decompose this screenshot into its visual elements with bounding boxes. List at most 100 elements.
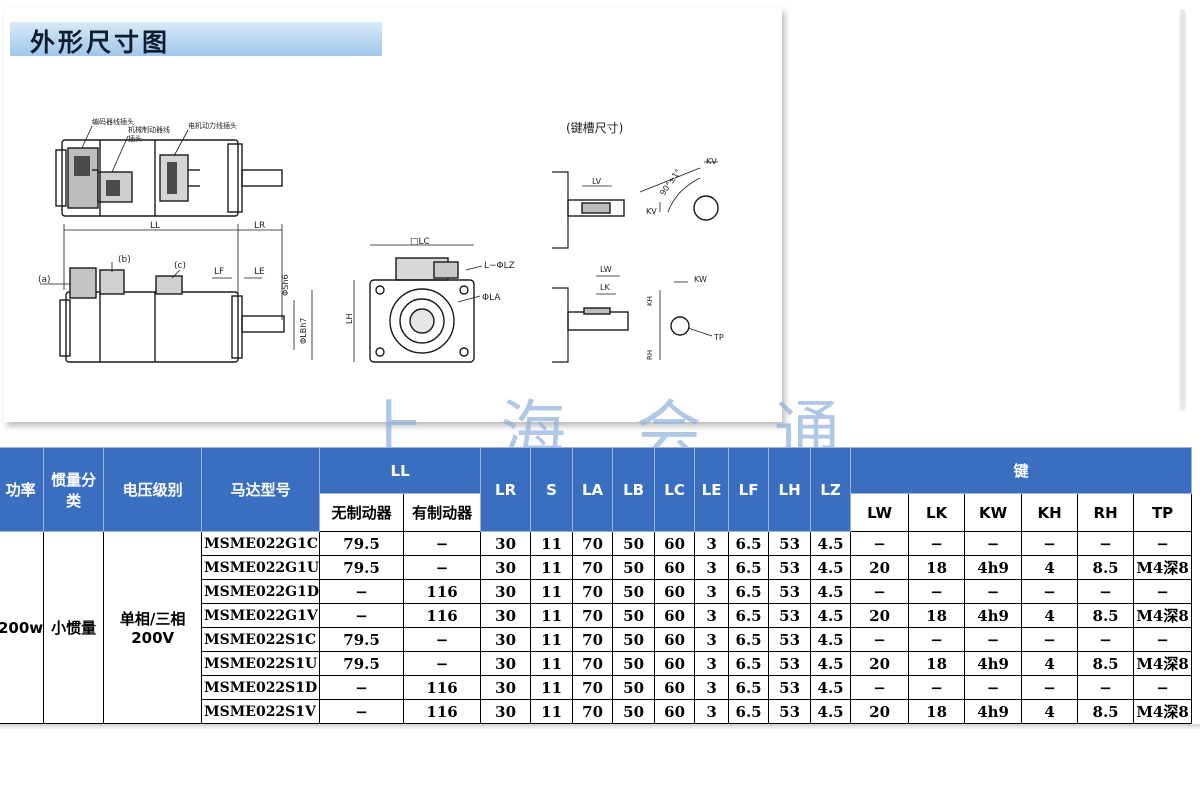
cell-le: 3 — [694, 531, 730, 556]
header-model: 马达型号 — [201, 447, 321, 532]
cell-le: 3 — [694, 675, 730, 700]
cell-lh: 53 — [768, 579, 812, 604]
callout-a: (a) — [38, 275, 51, 285]
motor-front-view — [353, 244, 483, 363]
cell-lw: 20 — [850, 603, 910, 628]
label-encoder-connector: 编码器线插头 — [92, 117, 134, 126]
cell-tp: M4深8 — [1133, 555, 1193, 580]
cell-lb: 50 — [612, 675, 656, 700]
cell-lh: 53 — [768, 675, 812, 700]
cell-lr: 30 — [480, 579, 532, 604]
cell-lz: 4.5 — [810, 579, 852, 604]
cell-ll-brake: − — [403, 651, 482, 676]
cell-la: 70 — [572, 603, 614, 628]
label-brake-connector: 机械制动器线 — [128, 125, 170, 134]
cell-le: 3 — [694, 699, 730, 724]
cell-kw: − — [964, 579, 1023, 604]
header-lr: LR — [480, 447, 532, 532]
dim-shaft-diameter: ΦSh6 — [281, 274, 290, 296]
table-bottom-shadow — [0, 724, 1200, 730]
cell-tp: − — [1133, 627, 1193, 652]
cell-lk: 18 — [908, 651, 966, 676]
cell-model: MSME022S1C — [201, 627, 321, 652]
cell-lf: 6.5 — [728, 579, 770, 604]
cell-lw: − — [850, 627, 910, 652]
cell-s: 11 — [530, 627, 574, 652]
cell-voltage-line1: 单相/三相 — [119, 610, 186, 628]
cell-lc: 60 — [654, 531, 696, 556]
cell-lr: 30 — [480, 699, 532, 724]
cell-model: MSME022G1D — [201, 579, 321, 604]
cell-tp: M4深8 — [1133, 651, 1193, 676]
page-title: 外形尺寸图 — [30, 28, 171, 57]
dim-angle: 90°±1° — [658, 167, 683, 197]
header-kh: KH — [1021, 493, 1079, 532]
cell-kh: − — [1021, 531, 1079, 556]
dim-LL: LL — [150, 221, 160, 231]
header-kw: KW — [964, 493, 1023, 532]
cell-kh: − — [1021, 627, 1079, 652]
cell-kh: − — [1021, 675, 1079, 700]
cell-rh: 8.5 — [1077, 699, 1135, 724]
dim-spigot-diameter: ΦLBh7 — [299, 318, 308, 344]
cell-lk: 18 — [908, 603, 966, 628]
cell-model: MSME022G1U — [201, 555, 321, 580]
cell-rh: − — [1077, 579, 1135, 604]
cell-power: 200w — [0, 531, 45, 724]
dim-LH: LH — [345, 314, 354, 324]
cell-la: 70 — [572, 675, 614, 700]
cell-lc: 60 — [654, 675, 696, 700]
cell-lf: 6.5 — [728, 603, 770, 628]
cell-lz: 4.5 — [810, 603, 852, 628]
cell-lb: 50 — [612, 531, 656, 556]
cell-model: MSME022S1D — [201, 675, 321, 700]
cell-lb: 50 — [612, 627, 656, 652]
cell-model: MSME022S1U — [201, 651, 321, 676]
cell-kw: − — [964, 531, 1023, 556]
cell-lh: 53 — [768, 531, 812, 556]
callout-c: (c) — [174, 261, 186, 271]
header-ll-nobrake: 无制动器 — [319, 493, 405, 532]
cell-lr: 30 — [480, 675, 532, 700]
cell-lb: 50 — [612, 603, 656, 628]
cell-lk: − — [908, 579, 966, 604]
cell-lc: 60 — [654, 579, 696, 604]
callout-b: (b) — [118, 255, 131, 265]
cell-lk: − — [908, 627, 966, 652]
cell-lf: 6.5 — [728, 531, 770, 556]
cell-ll-brake: − — [403, 531, 482, 556]
cell-ll-brake: 116 — [403, 699, 482, 724]
cell-tp: M4深8 — [1133, 699, 1193, 724]
cell-s: 11 — [530, 603, 574, 628]
cell-lf: 6.5 — [728, 651, 770, 676]
cell-lr: 30 — [480, 651, 532, 676]
cell-le: 3 — [694, 555, 730, 580]
cell-lb: 50 — [612, 651, 656, 676]
cell-lb: 50 — [612, 699, 656, 724]
header-lc: LC — [654, 447, 696, 532]
header-le: LE — [694, 447, 730, 532]
cell-lr: 30 — [480, 555, 532, 580]
label-brake-connector-2: 插头 — [128, 134, 142, 143]
cell-lk: 18 — [908, 699, 966, 724]
cell-lc: 60 — [654, 627, 696, 652]
cell-s: 11 — [530, 651, 574, 676]
cell-lf: 6.5 — [728, 555, 770, 580]
cell-le: 3 — [694, 651, 730, 676]
dim-RH: RH — [646, 350, 654, 360]
cell-lc: 60 — [654, 603, 696, 628]
cell-lk: − — [908, 675, 966, 700]
header-lk: LK — [908, 493, 966, 532]
cell-lw: 20 — [850, 651, 910, 676]
header-rh: RH — [1077, 493, 1135, 532]
cell-kw: − — [964, 675, 1023, 700]
cell-s: 11 — [530, 675, 574, 700]
cell-tp: − — [1133, 579, 1193, 604]
cell-lk: 18 — [908, 555, 966, 580]
cell-lh: 53 — [768, 699, 812, 724]
cell-kh: 4 — [1021, 651, 1079, 676]
cell-kw: 4h9 — [964, 651, 1023, 676]
